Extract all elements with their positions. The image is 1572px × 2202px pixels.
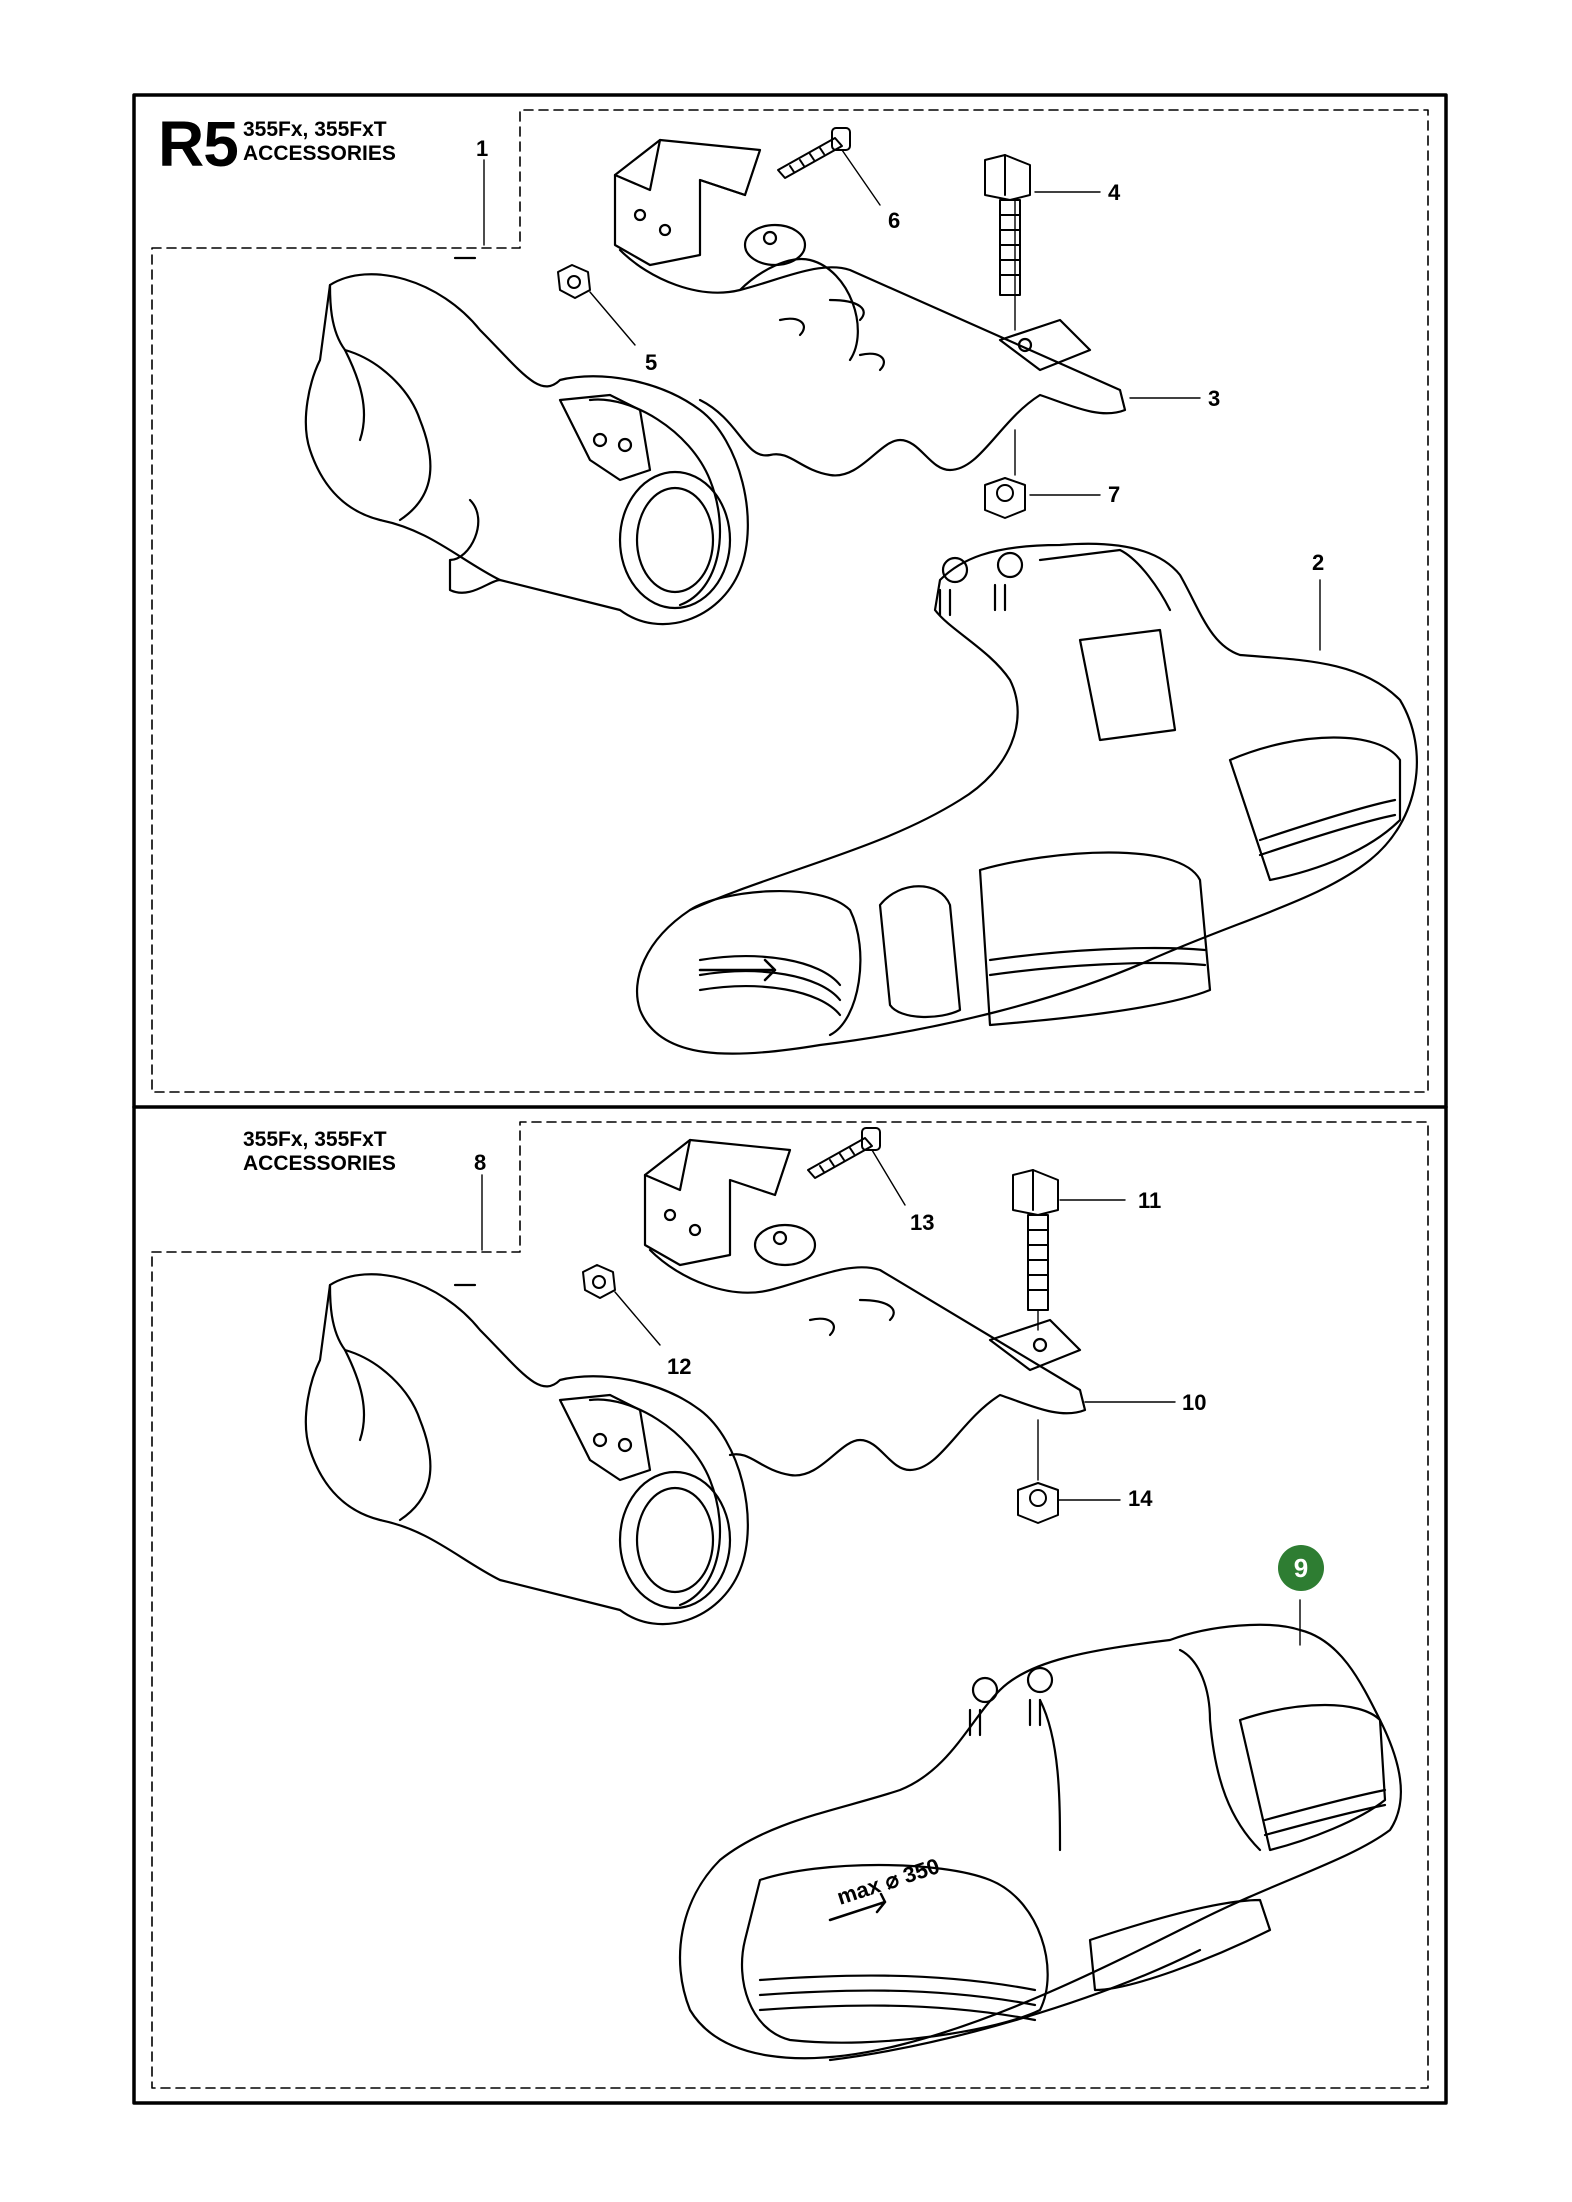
callout-13[interactable]: 13 <box>910 1210 935 1235</box>
bottom-panel-models: 355Fx, 355FxT <box>243 1128 387 1151</box>
trimmer-guard-bottom <box>678 1623 1402 2062</box>
callout-2[interactable]: 2 <box>1312 550 1325 575</box>
trimmer-head-bottom <box>304 1273 749 1626</box>
callout-10[interactable]: 10 <box>1182 1390 1207 1415</box>
top-panel-title: ACCESSORIES <box>243 142 396 165</box>
bottom-panel-title: ACCESSORIES <box>243 1152 396 1175</box>
nut-bottom <box>582 1264 616 1299</box>
callout-6[interactable]: 6 <box>888 208 901 233</box>
callout-1[interactable]: 1 <box>476 136 489 161</box>
callout-7[interactable]: 7 <box>1108 482 1121 507</box>
nut-lower-top <box>984 477 1026 519</box>
leader-lines-bottom <box>481 1149 1301 1646</box>
callout-5[interactable]: 5 <box>645 350 658 375</box>
clamp-bracket-bottom <box>643 1138 1087 1477</box>
callout-3[interactable]: 3 <box>1208 386 1221 411</box>
callout-8[interactable]: 8 <box>474 1150 487 1175</box>
callout-14[interactable]: 14 <box>1128 1486 1153 1511</box>
callout-12[interactable]: 12 <box>667 1354 692 1379</box>
guard-marking: max ⌀ 350 <box>834 1853 943 1910</box>
leader-lines-top <box>483 149 1321 651</box>
wing-bolt-bottom <box>1012 1169 1059 1311</box>
nut-top <box>557 264 591 299</box>
group-boundary-top <box>151 109 1429 1093</box>
callout-4[interactable]: 4 <box>1108 180 1121 205</box>
callout-11[interactable]: 11 <box>1138 1188 1162 1213</box>
section-code: R5 <box>158 108 239 180</box>
screw-top <box>777 127 851 179</box>
nut-lower-bottom <box>1017 1482 1059 1524</box>
clamp-bracket-top <box>613 138 1127 477</box>
wing-bolt-top <box>984 154 1031 296</box>
screw-bottom <box>807 1127 881 1179</box>
group-boundary-bottom <box>151 1121 1429 2089</box>
trimmer-head-top <box>304 256 749 626</box>
outer-frame <box>132 93 1448 2105</box>
top-panel-models: 355Fx, 355FxT <box>243 118 387 141</box>
callout-9[interactable]: 9 <box>1278 1545 1324 1591</box>
trimmer-guard-top <box>636 542 1418 1055</box>
